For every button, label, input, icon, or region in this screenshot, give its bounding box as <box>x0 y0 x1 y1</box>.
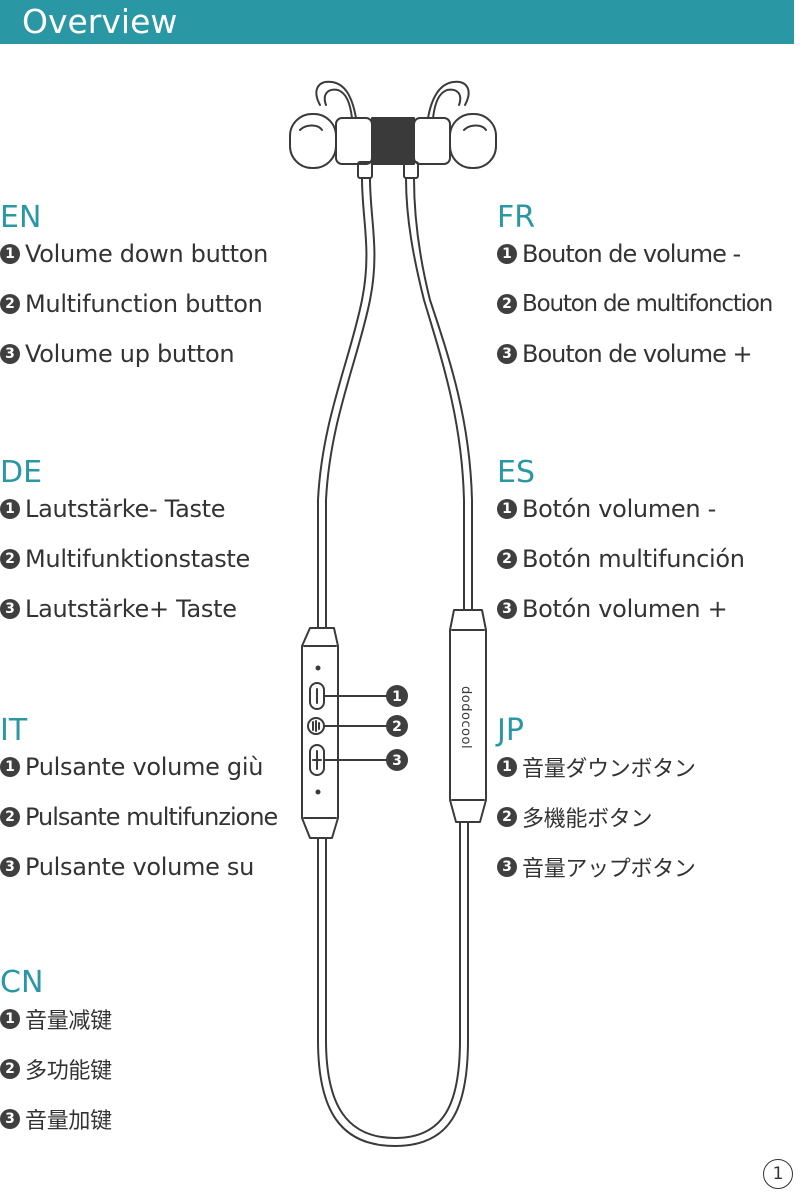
lang-code-fr: FR <box>497 200 536 235</box>
header-bar: Overview <box>0 0 794 44</box>
item-label: 音量アップボタン <box>522 857 696 882</box>
item-label: Bouton de multifonction <box>522 291 773 317</box>
lang-code-en: EN <box>0 200 42 235</box>
magnetic-joint <box>371 117 415 165</box>
item-label: Multifunktionstaste <box>25 545 251 573</box>
item-label: Pulsante volume su <box>25 853 255 881</box>
item-label: Lautstärke+ Taste <box>25 595 237 623</box>
lang-code-cn: CN <box>0 965 44 1000</box>
number-marker: 3 <box>0 857 20 877</box>
item-label: 多機能ボタン <box>522 807 653 832</box>
lang-code-de: DE <box>0 455 43 490</box>
item-label: Bouton de volume - <box>522 240 741 268</box>
neck-cable-inner <box>325 821 461 1139</box>
right-earbud <box>403 80 497 179</box>
number-marker: 2 <box>497 294 517 314</box>
number-marker: 2 <box>497 549 517 569</box>
item-label: Botón volumen + <box>522 595 728 623</box>
left-cable-inner <box>325 177 376 629</box>
number-marker: 3 <box>0 1109 20 1129</box>
number-marker: 3 <box>497 344 517 364</box>
number-marker: 2 <box>497 807 517 827</box>
item-label: 音量ダウンボタン <box>522 757 696 782</box>
number-marker: 2 <box>0 294 20 314</box>
number-marker: 1 <box>0 244 20 264</box>
callout-marker-3 <box>386 749 408 771</box>
left-cable-outer <box>317 177 368 629</box>
number-marker: 3 <box>497 857 517 877</box>
item-label: Volume down button <box>25 240 269 268</box>
item-label: 音量加键 <box>25 1109 112 1134</box>
control-module <box>301 627 339 839</box>
lang-code-es: ES <box>497 455 535 490</box>
right-cable-inner <box>413 177 473 611</box>
number-marker: 3 <box>0 344 20 364</box>
number-marker: 2 <box>0 807 20 827</box>
number-marker: 1 <box>0 499 20 519</box>
number-marker: 1 <box>497 757 517 777</box>
item-label: Pulsante multifunzione <box>25 803 278 831</box>
number-marker: 1 <box>497 499 517 519</box>
item-label: 音量减键 <box>25 1009 112 1034</box>
callout-number-1: 1 <box>392 689 402 705</box>
item-label: Multifunction button <box>25 290 263 318</box>
number-marker: 1 <box>0 757 20 777</box>
number-marker: 3 <box>497 599 517 619</box>
page-number: 1 <box>763 1159 793 1189</box>
item-label: 多功能键 <box>25 1059 112 1084</box>
callout-number-2: 2 <box>392 719 402 735</box>
callout-marker-1 <box>386 685 408 707</box>
page-title: Overview <box>22 2 178 41</box>
item-label: Volume up button <box>25 340 235 368</box>
battery-module <box>449 609 487 823</box>
number-marker: 2 <box>0 549 20 569</box>
item-label: Botón volumen - <box>522 495 716 523</box>
number-marker: 2 <box>0 1059 20 1079</box>
number-marker: 3 <box>0 599 20 619</box>
left-earbud <box>289 80 373 179</box>
number-marker: 1 <box>497 244 517 264</box>
item-label: Botón multifunción <box>522 545 745 573</box>
lang-code-it: IT <box>0 713 28 748</box>
callout-marker-2 <box>386 715 408 737</box>
item-label: Bouton de volume + <box>522 340 753 368</box>
lang-code-jp: JP <box>497 713 524 748</box>
right-cable-outer <box>405 177 465 611</box>
callout-number-3: 3 <box>392 753 402 769</box>
item-label: Lautstärke- Taste <box>25 495 226 523</box>
item-label: Pulsante volume giù <box>25 753 264 781</box>
neck-cable-outer <box>317 821 469 1147</box>
brand-logo-text: dodocool <box>458 686 473 749</box>
number-marker: 1 <box>0 1009 20 1029</box>
